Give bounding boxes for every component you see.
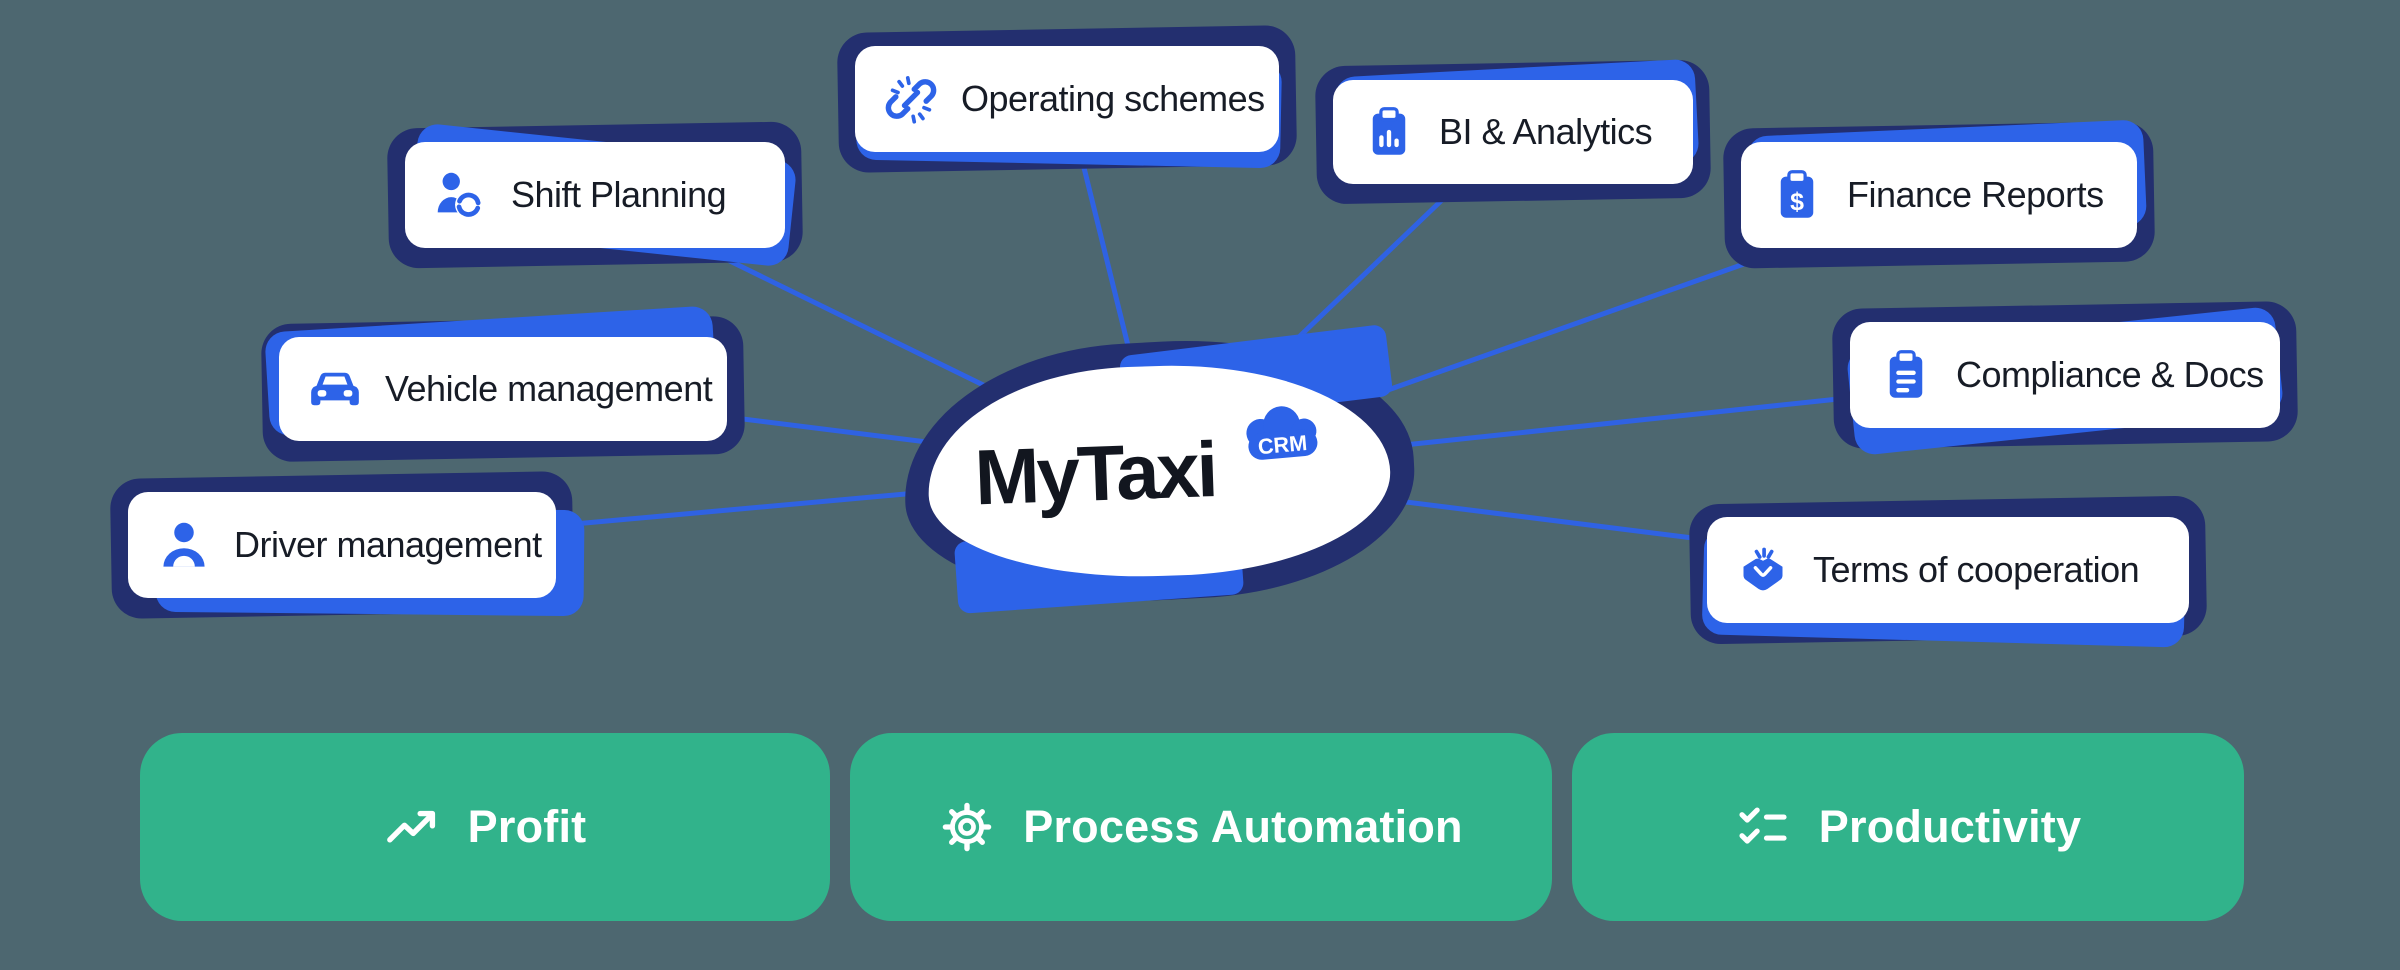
card-vehicle-management: Vehicle management: [260, 305, 746, 463]
gear-icon: [939, 799, 995, 855]
clipboard-dollar-icon: $: [1771, 169, 1823, 221]
banner-process-automation: Process Automation: [850, 733, 1552, 921]
trending-up-icon: [384, 799, 440, 855]
checklist-icon: [1735, 799, 1791, 855]
handshake-icon: [1737, 544, 1789, 596]
user-icon: [158, 519, 210, 571]
hub-mytaxi-crm: MyTaxi CRM: [897, 323, 1421, 614]
banner-productivity: Productivity: [1572, 733, 2244, 921]
clipboard-text-icon: [1880, 349, 1932, 401]
chain-link-icon: [885, 73, 937, 125]
hub-title: MyTaxi: [973, 424, 1217, 521]
banner-label: Process Automation: [1023, 801, 1463, 852]
card-compliance-docs: Compliance & Docs: [1831, 300, 2299, 457]
card-label: Finance Reports: [1847, 174, 2104, 215]
card-label: Compliance & Docs: [1956, 354, 2264, 395]
card-terms-cooperation: Terms of cooperation: [1688, 495, 2208, 648]
banner-label: Productivity: [1818, 801, 2082, 852]
card-shift-planning: Shift Planning: [386, 121, 804, 269]
crm-badge-text: CRM: [1257, 430, 1308, 459]
card-finance-reports: $ Finance Reports: [1722, 119, 2156, 269]
card-label: Driver management: [234, 524, 542, 565]
card-label: Operating schemes: [961, 78, 1265, 119]
card-bi-analytics: BI & Analytics: [1314, 58, 1712, 205]
card-operating-schemes: Operating schemes: [836, 25, 1298, 173]
card-driver-management: Driver management: [109, 470, 585, 620]
card-label: Vehicle management: [385, 368, 713, 409]
card-label: Terms of cooperation: [1813, 549, 2140, 590]
clipboard-chart-icon: [1363, 106, 1415, 158]
car-icon: [309, 363, 361, 415]
banner-profit: Profit: [140, 733, 830, 921]
banner-label: Profit: [467, 801, 587, 852]
svg-text:$: $: [1790, 188, 1804, 216]
crm-cloud-badge: CRM: [1246, 406, 1318, 460]
card-label: Shift Planning: [511, 174, 727, 215]
user-clock-icon: [435, 169, 487, 221]
card-label: BI & Analytics: [1439, 111, 1653, 152]
